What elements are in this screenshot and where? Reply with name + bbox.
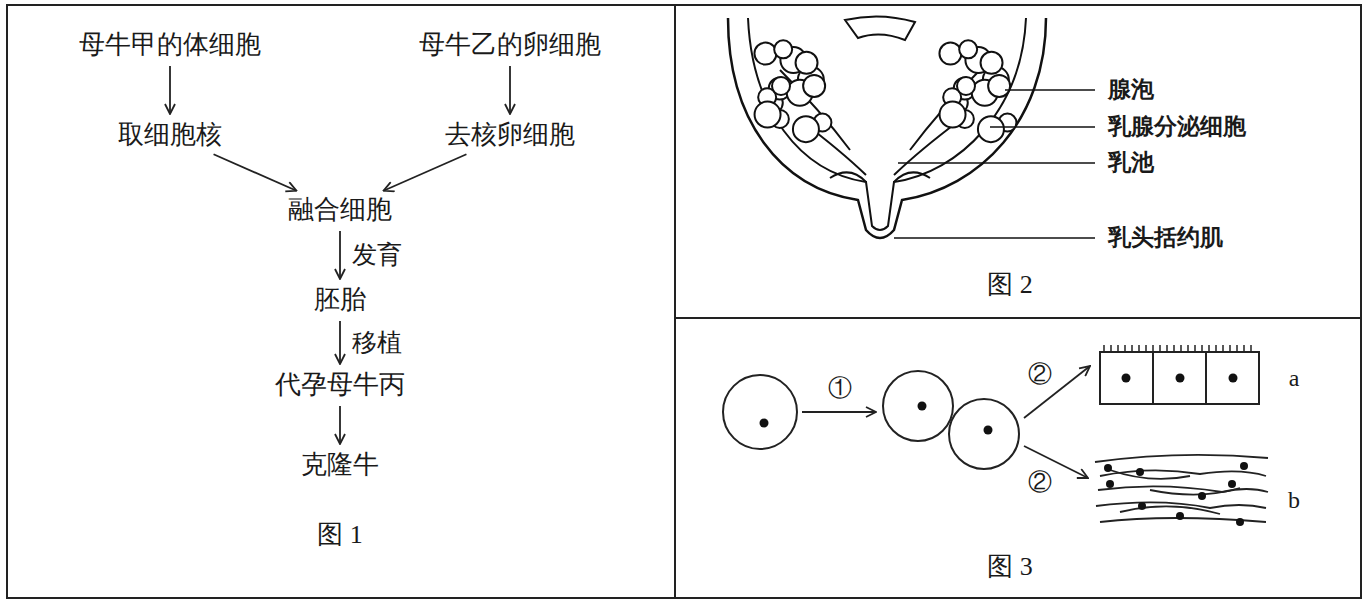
alveolus-loop <box>803 75 825 97</box>
part-label: 乳池 <box>1108 149 1154 177</box>
outer-frame <box>7 5 1361 598</box>
microvillus <box>1103 345 1105 352</box>
microvillus <box>1180 345 1182 352</box>
alveolus-loop <box>793 116 819 142</box>
epithelial-cells <box>1100 345 1259 404</box>
part-label: ② <box>1028 360 1052 389</box>
microvillus <box>1117 345 1119 352</box>
microvillus <box>1173 345 1175 352</box>
flow-arrow <box>169 66 171 114</box>
flow-arrow <box>214 154 297 191</box>
alveolus-loop <box>988 75 1010 97</box>
alveolus-loop <box>981 52 1003 74</box>
figure-caption: 图 3 <box>987 551 1033 582</box>
alveolus-loop <box>796 52 818 74</box>
microvillus <box>1194 345 1196 352</box>
flow-step: 代孕母牛丙 <box>271 367 409 403</box>
flow-arrow <box>384 154 467 191</box>
part-label: a <box>1289 364 1300 393</box>
microvillus <box>1145 345 1147 352</box>
flow-step: 取细胞核 <box>114 117 226 153</box>
microvillus <box>1110 345 1112 352</box>
alveolus-loop <box>957 77 975 95</box>
part-label: ② <box>1028 468 1052 497</box>
flow-step: 胚胎 <box>310 282 370 318</box>
alveolus-loop <box>940 102 966 128</box>
alveolus-loop <box>978 116 1004 142</box>
spindle-cells <box>1095 455 1268 522</box>
microvillus <box>1201 345 1203 352</box>
flow-arrow <box>339 406 341 444</box>
alveolus-loop <box>772 77 790 95</box>
microvillus <box>1159 345 1161 352</box>
alveolus-loop <box>774 40 792 58</box>
step-text: 克隆牛 <box>301 449 379 481</box>
flow-arrow <box>339 321 341 364</box>
part-label: 乳头括约肌 <box>1108 224 1223 252</box>
flow-step: 克隆牛 <box>297 447 383 483</box>
figure-caption: 图 1 <box>317 519 363 550</box>
step-text: 融合细胞 <box>288 194 392 226</box>
flow-step: 去核卵细胞 <box>441 117 579 153</box>
leader-lines <box>894 90 1095 238</box>
part-label: 腺泡 <box>1108 76 1154 104</box>
microvillus <box>1131 345 1133 352</box>
step-text: 母牛甲的体细胞 <box>79 29 261 61</box>
flow-step: 母牛甲的体细胞 <box>75 27 265 63</box>
microvillus <box>1166 345 1168 352</box>
alveolus-loop <box>755 102 781 128</box>
microvillus <box>1208 345 1210 352</box>
cell-drawing <box>723 371 1019 469</box>
part-label: b <box>1288 486 1300 515</box>
alveolus-loop <box>754 43 776 65</box>
microvillus <box>1243 345 1245 352</box>
microvillus <box>1124 345 1126 352</box>
microvillus <box>1236 345 1238 352</box>
nucleus-dots <box>1104 462 1248 526</box>
panel-divider <box>675 317 1361 319</box>
microvillus <box>1187 345 1189 352</box>
microvillus <box>1152 345 1154 352</box>
part-label: ① <box>828 374 852 403</box>
flow-step: 母牛乙的卵细胞 <box>415 27 605 63</box>
microvillus <box>1138 345 1140 352</box>
flow-arrow <box>509 66 511 114</box>
step-text: 胚胎 <box>314 284 366 316</box>
flow-arrow <box>339 231 341 279</box>
edge-label: 移植 <box>350 328 404 358</box>
flow-step: 融合细胞 <box>284 192 396 228</box>
figure-caption: 图 2 <box>987 269 1033 300</box>
part-label: 乳腺分泌细胞 <box>1108 113 1246 141</box>
alveolus-loop <box>959 40 977 58</box>
microvillus <box>1229 345 1231 352</box>
microvillus <box>1215 345 1217 352</box>
microvillus <box>1250 345 1252 352</box>
nucleus-dots <box>1122 374 1238 383</box>
panel-divider <box>674 5 676 598</box>
step-text: 代孕母牛丙 <box>275 369 405 401</box>
alveolus-loop <box>939 43 961 65</box>
step-text: 母牛乙的卵细胞 <box>419 29 601 61</box>
edge-label: 发育 <box>350 240 404 270</box>
step-text: 去核卵细胞 <box>445 119 575 151</box>
nucleus-dots <box>760 402 993 435</box>
microvillus <box>1222 345 1224 352</box>
step-text: 取细胞核 <box>118 119 222 151</box>
